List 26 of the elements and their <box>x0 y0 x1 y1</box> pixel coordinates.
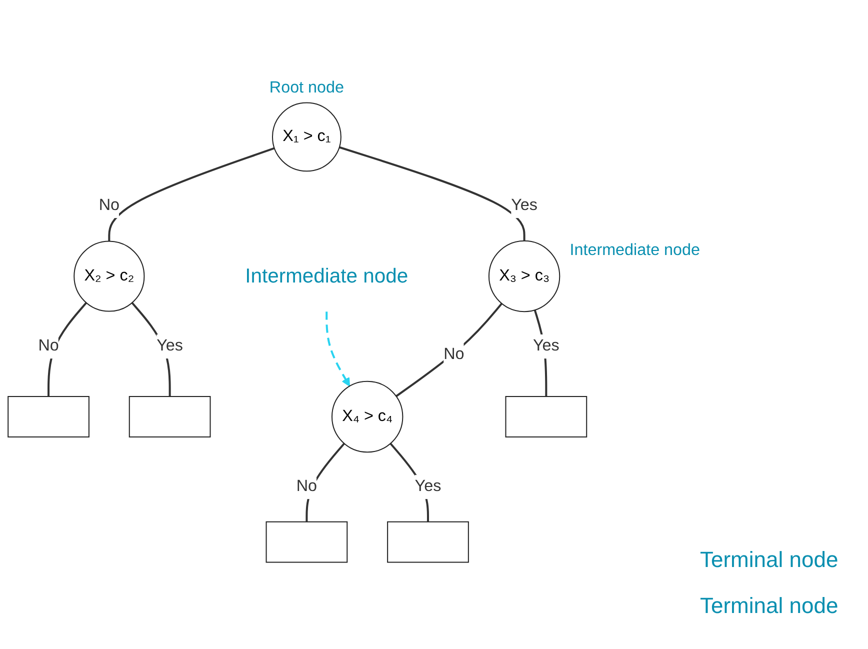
terminal-box <box>387 521 469 563</box>
edge-label: No <box>296 478 318 495</box>
edge-label: Yes <box>156 337 184 354</box>
connector <box>339 146 526 241</box>
connector <box>396 302 503 397</box>
edge-label: Yes <box>532 337 560 354</box>
decision-circle: X₁ > c₁ <box>272 102 342 172</box>
decision-circle: X₃ > c₃ <box>488 240 560 312</box>
connector <box>108 147 275 242</box>
edge-label: Yes <box>414 478 442 495</box>
edge-label: No <box>38 337 59 354</box>
edge-label: No <box>444 346 464 364</box>
arrow <box>326 311 350 386</box>
edge-label: No <box>98 196 120 214</box>
terminal-box <box>8 396 90 438</box>
node-caption: Intermediate node <box>570 240 700 259</box>
decision-circle: X₂ > c₂ <box>74 240 145 312</box>
node-caption: Root node <box>269 78 344 96</box>
node-caption: Terminal node <box>700 547 840 573</box>
node-caption: Terminal node <box>700 593 840 619</box>
decision-circle: X₄ > c₄ <box>331 380 404 452</box>
terminal-box <box>128 396 211 438</box>
terminal-box <box>266 521 348 563</box>
annotation-text: Intermediate node <box>245 264 408 288</box>
terminal-box <box>505 396 588 438</box>
edge-label: Yes <box>511 196 538 214</box>
